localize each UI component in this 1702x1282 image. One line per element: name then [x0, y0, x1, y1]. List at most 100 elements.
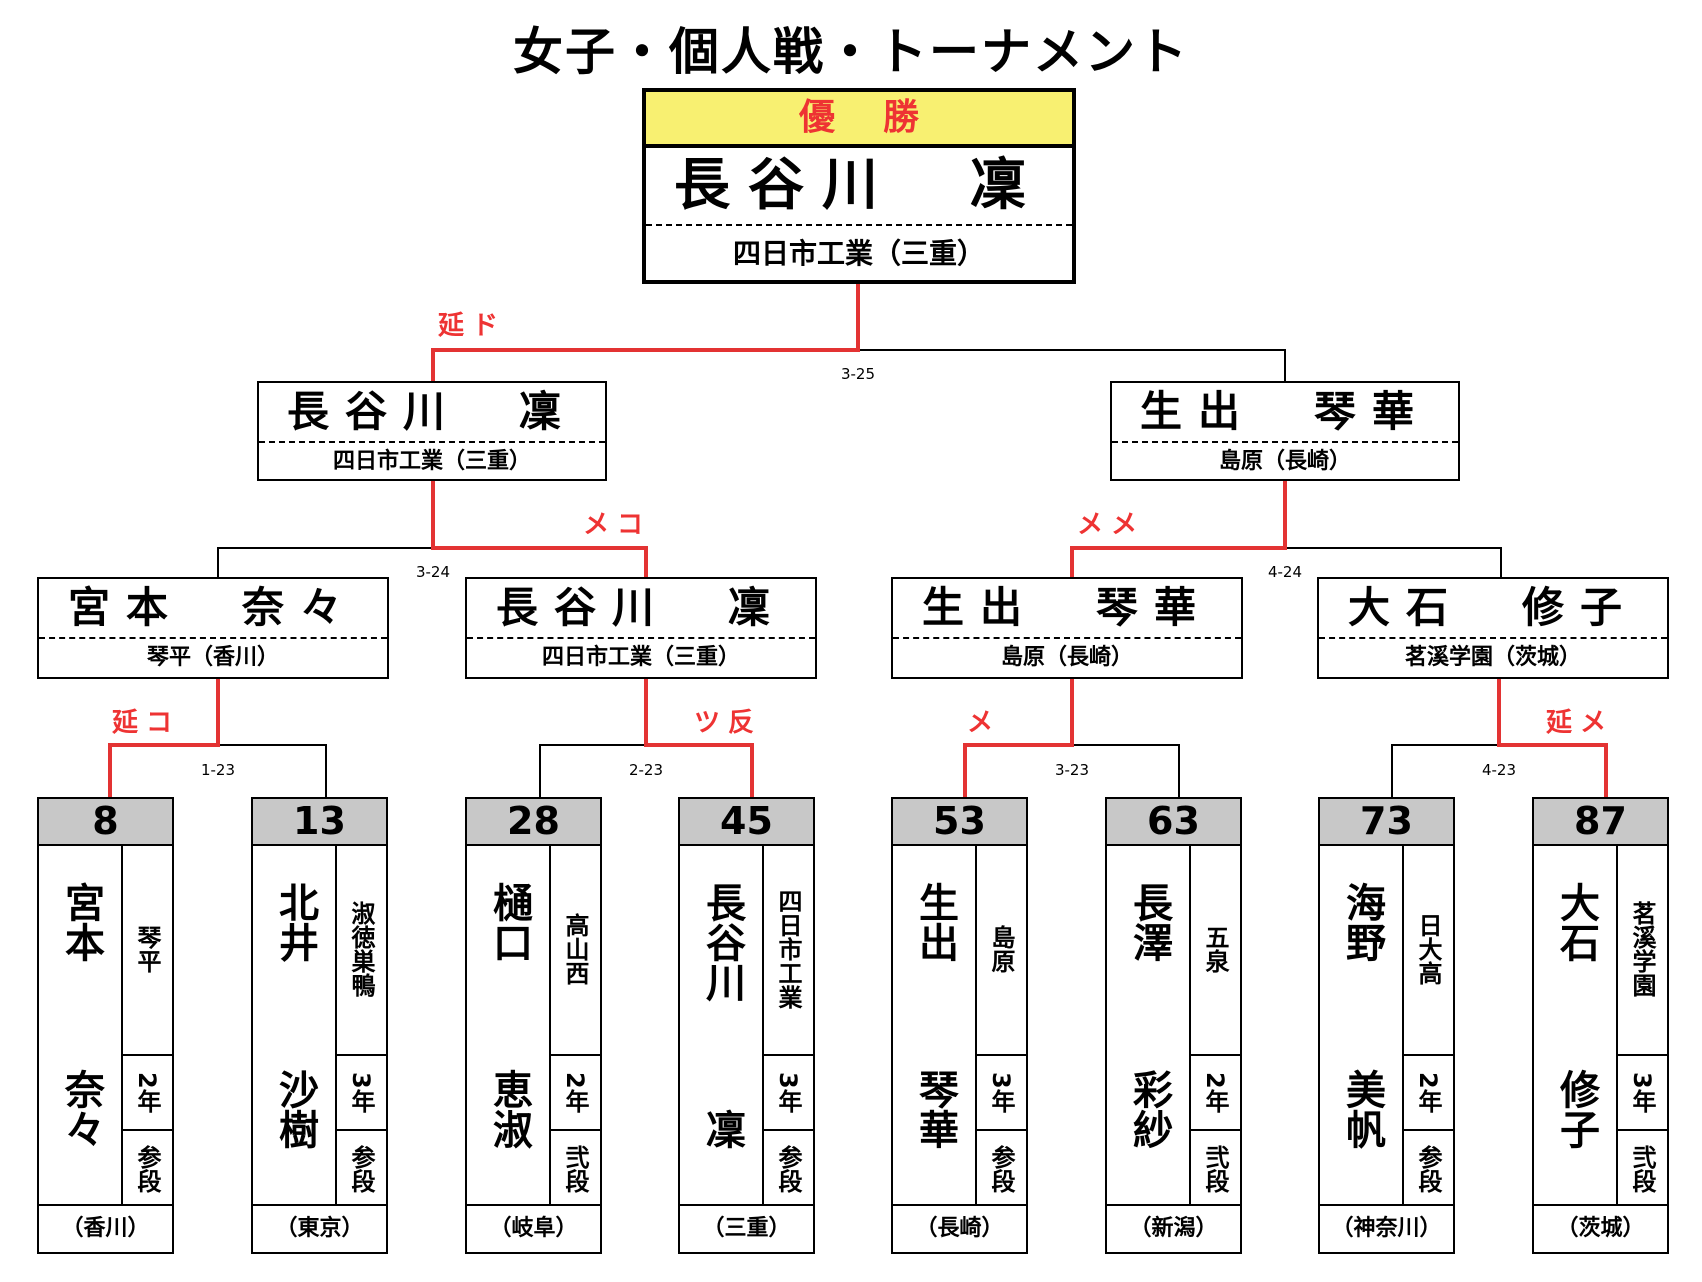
player-name-area: 長澤彩紗 — [1107, 844, 1191, 1206]
line-qf3-right — [1072, 744, 1180, 797]
player-given-name: 琴華 — [912, 1069, 958, 1149]
line-qf1-right — [218, 744, 327, 797]
player-given-name: 凜 — [699, 1109, 745, 1149]
player-given-name: 美帆 — [1339, 1069, 1385, 1149]
line-qf2-left — [539, 744, 646, 797]
quarter-box-1: 宮本 奈々 琴平（香川） — [37, 577, 389, 679]
semi-school: 四日市工業（三重） — [332, 449, 531, 474]
player-year-cell: 2年 — [549, 1056, 600, 1131]
champion-header: 優勝 — [646, 92, 1072, 148]
tech-sf2: メメ — [1077, 510, 1146, 540]
match-id-qf2: 2-23 — [628, 761, 664, 779]
player-family-name: 長澤 — [1126, 882, 1172, 962]
player-year-cell: 3年 — [1616, 1056, 1667, 1131]
player-family-name: 生出 — [912, 882, 958, 962]
line-sf1-left — [217, 547, 433, 577]
player-dan-cell: 弐段 — [1189, 1131, 1240, 1206]
player-prefecture: （神奈川） — [1320, 1204, 1453, 1252]
quarter-box-3: 生出 琴華 島原（長崎） — [891, 577, 1243, 679]
player-school-cell: 高山西 — [549, 844, 600, 1056]
player-number: 8 — [39, 799, 172, 846]
semi-name: 長谷川 凜 — [259, 383, 605, 443]
player-year: 2年 — [1414, 1072, 1442, 1113]
player-year-cell: 2年 — [1189, 1056, 1240, 1131]
player-given-name: 彩紗 — [1126, 1069, 1172, 1149]
player-family-name: 長谷川 — [699, 882, 745, 1002]
player-school: 五泉 — [1201, 925, 1229, 973]
player-year: 3年 — [774, 1072, 802, 1113]
player-name-area: 大石修子 — [1534, 844, 1618, 1206]
tech-qf1: 延コ — [112, 708, 181, 738]
player-family-name: 北井 — [272, 882, 318, 962]
player-year-cell: 2年 — [1402, 1056, 1453, 1131]
player-dan: 参段 — [774, 1144, 802, 1193]
player-dan: 参段 — [1414, 1144, 1442, 1193]
loser-paths — [217, 349, 1502, 797]
player-school: 島原 — [987, 925, 1015, 973]
quarter-box-4: 大石 修子 茗溪学園（茨城） — [1317, 577, 1669, 679]
player-number: 73 — [1320, 799, 1453, 846]
player-given-name: 奈々 — [58, 1069, 104, 1149]
winner-paths — [108, 282, 1608, 797]
player-school: 琴平 — [133, 925, 161, 973]
line-qf3-left — [963, 679, 1074, 797]
player-school: 淑徳巣鴨 — [347, 901, 375, 997]
player-name-area: 生出琴華 — [893, 844, 977, 1206]
player-prefecture: （茨城） — [1534, 1204, 1667, 1252]
player-family-name: 樋口 — [486, 882, 532, 962]
player-number: 28 — [467, 799, 600, 846]
player-number: 45 — [680, 799, 813, 846]
quarter-name: 大石 修子 — [1319, 579, 1667, 639]
match-id-qf3: 3-23 — [1054, 761, 1090, 779]
player-number: 53 — [893, 799, 1026, 846]
player-dan: 参段 — [987, 1144, 1015, 1193]
tech-qf4: 延メ — [1546, 708, 1615, 738]
player-given-name: 恵淑 — [486, 1069, 532, 1149]
player-prefecture: （三重） — [680, 1204, 813, 1252]
quarter-school: 琴平（香川） — [146, 645, 279, 670]
player-given-name: 修子 — [1553, 1069, 1599, 1149]
player-school-cell: 琴平 — [121, 844, 172, 1056]
tech-sf1: メコ — [583, 510, 652, 540]
player-name-area: 長谷川凜 — [680, 844, 764, 1206]
match-id-qf1: 1-23 — [200, 761, 236, 779]
player-number: 13 — [253, 799, 386, 846]
player-given-name: 沙樹 — [272, 1069, 318, 1149]
player-dan: 参段 — [133, 1144, 161, 1193]
player-year: 2年 — [1201, 1072, 1229, 1113]
quarter-school: 四日市工業（三重） — [541, 645, 740, 670]
player-name-area: 海野美帆 — [1320, 844, 1404, 1206]
quarter-name: 生出 琴華 — [893, 579, 1241, 639]
line-sf2-right — [1285, 547, 1502, 577]
player-dan-cell: 参段 — [335, 1131, 386, 1206]
match-id-sf1: 3-24 — [415, 563, 451, 581]
line-qf4-left — [1391, 744, 1499, 797]
player-number: 87 — [1534, 799, 1667, 846]
tech-qf3: メ — [967, 708, 1002, 738]
quarter-school: 茗溪学園（茨城） — [1404, 645, 1581, 670]
player-school-cell: 日大高 — [1402, 844, 1453, 1056]
tech-qf2: ツ反 — [694, 708, 763, 738]
champion-name: 長谷川 凜 — [646, 148, 1072, 226]
player-dan-cell: 参段 — [762, 1131, 813, 1206]
quarter-school: 島原（長崎） — [1000, 645, 1133, 670]
player-prefecture: （香川） — [39, 1204, 172, 1252]
player-school-cell: 島原 — [975, 844, 1026, 1056]
player-family-name: 海野 — [1339, 882, 1385, 962]
semi-school: 島原（長崎） — [1218, 449, 1351, 474]
player-dan-cell: 弐段 — [1616, 1131, 1667, 1206]
player-dan: 弐段 — [561, 1144, 589, 1193]
quarter-box-2: 長谷川 凜 四日市工業（三重） — [465, 577, 817, 679]
player-family-name: 宮本 — [58, 882, 104, 962]
player-year: 3年 — [1628, 1072, 1656, 1113]
match-id-sf2: 4-24 — [1267, 563, 1303, 581]
player-dan: 弐段 — [1628, 1144, 1656, 1193]
quarter-name: 長谷川 凜 — [467, 579, 815, 639]
